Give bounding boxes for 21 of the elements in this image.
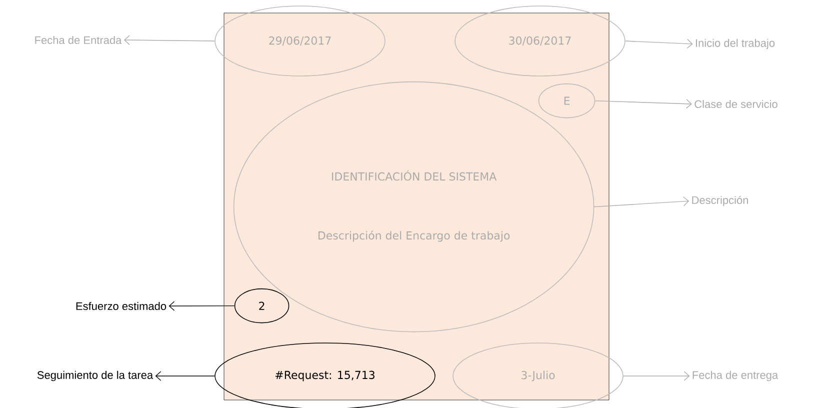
callout-label: Clase de servicio xyxy=(694,100,778,108)
ellipse-field: E xyxy=(538,83,596,118)
arrow xyxy=(623,371,690,381)
callout-label: Descripción xyxy=(692,196,748,206)
ellipse-field: #Request: 15,713 xyxy=(214,342,436,408)
ellipse-field: 3-Julio xyxy=(452,342,624,408)
ellipse-field: 29/06/2017 xyxy=(214,6,386,76)
arrow xyxy=(594,98,692,109)
arrow xyxy=(155,371,215,381)
ellipse-field: 30/06/2017 xyxy=(454,6,626,76)
callout-label: Inicio del trabajo xyxy=(696,38,775,50)
arrow xyxy=(594,196,690,208)
arrow xyxy=(124,35,215,45)
callout-label: Fecha de entrega xyxy=(692,370,778,382)
ellipse-field: 2 xyxy=(234,288,290,324)
callout-label: Seguimiento de la tarea xyxy=(37,370,154,382)
arrow xyxy=(625,38,693,49)
callout-label: Fecha de Entrada xyxy=(35,36,122,44)
arrow xyxy=(168,301,235,311)
card-background xyxy=(224,12,610,400)
callout-label: Esfuerzo estimado xyxy=(76,302,166,310)
